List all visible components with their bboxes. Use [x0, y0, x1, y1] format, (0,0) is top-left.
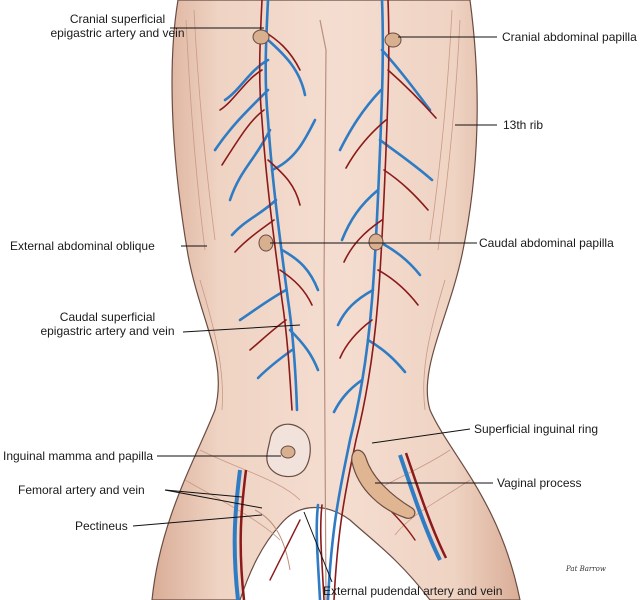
label-vaginal-process: Vaginal process: [497, 476, 582, 490]
femoral-region: [232, 452, 448, 600]
label-inguinal-mamma: Inguinal mamma and papilla: [3, 449, 154, 463]
label-external-oblique: External abdominal oblique: [10, 239, 155, 253]
papillae: [252, 29, 402, 252]
right-vessels-artery: [333, 0, 437, 600]
vaginal-process: [351, 449, 416, 519]
left-vessels-artery: [219, 0, 313, 411]
label-external-pudendal: External pudendal artery and vein: [323, 584, 503, 598]
leader-lines: [132, 27, 497, 583]
abdominal-wall: [151, 0, 521, 600]
label-cranial-papilla: Cranial abdominal papilla: [502, 30, 637, 44]
label-cranial-epigastric-line1: Cranial superficial: [69, 12, 166, 26]
artist-signature: Pat Barrow: [566, 565, 606, 573]
label-cranial-epigastric-line2: epigastric artery and vein: [50, 26, 185, 40]
label-caudal-papilla: Caudal abdominal papilla: [479, 236, 614, 250]
cranial-papilla-right: [384, 32, 402, 48]
linea-alba: [319, 19, 327, 600]
caudal-papilla-right: [368, 233, 384, 251]
inguinal-mamma: [266, 423, 311, 478]
label-inguinal-ring: Superficial inguinal ring: [474, 422, 599, 436]
right-vessels-vein: [326, 0, 434, 600]
label-pectineus: Pectineus: [75, 519, 128, 533]
label-caudal-epigastric-line1: Caudal superficial: [59, 310, 156, 324]
label-femoral: Femoral artery and vein: [18, 483, 145, 497]
cranial-papilla-left: [252, 29, 270, 45]
label-13th-rib: 13th rib: [503, 118, 544, 132]
label-caudal-epigastric-line2: epigastric artery and vein: [40, 324, 175, 338]
label-caudal-epigastric: Caudal superficial epigastric artery and…: [25, 310, 190, 338]
label-cranial-epigastric: Cranial superficial epigastric artery an…: [35, 12, 200, 40]
left-vessels-vein: [213, 0, 320, 412]
